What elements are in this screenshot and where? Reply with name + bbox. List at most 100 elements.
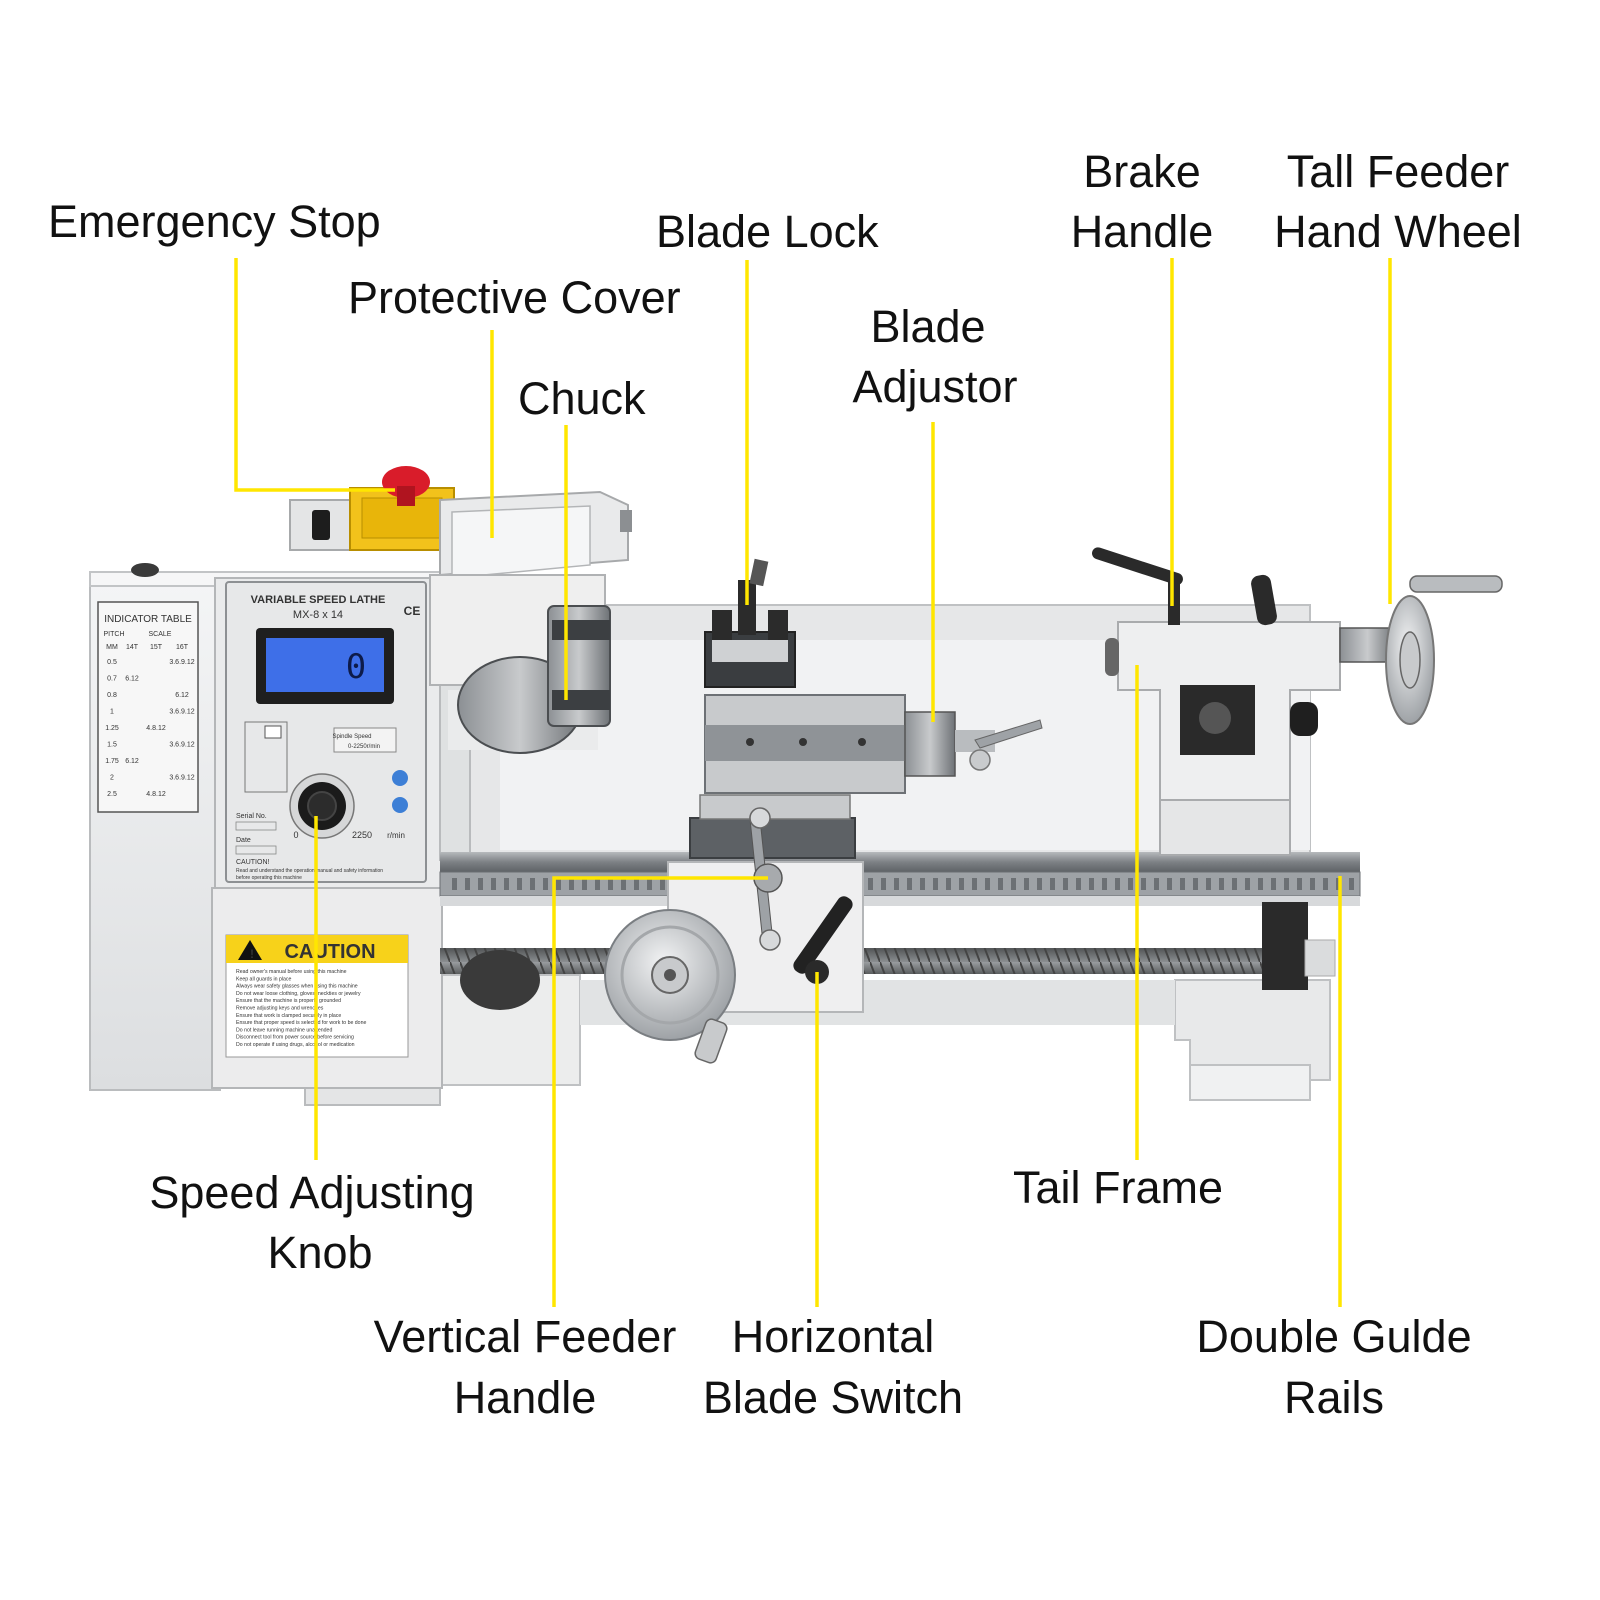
panel-caution-title: CAUTION! [236, 859, 270, 866]
rack-tooth [491, 878, 496, 890]
caution-lines: Read owner's manual before using this ma… [236, 969, 366, 1048]
rack-tooth [504, 878, 509, 890]
rack-tooth [1024, 878, 1029, 890]
rack-tooth [933, 878, 938, 890]
rack-tooth [1219, 878, 1224, 890]
rack-tooth [985, 878, 990, 890]
rack-tooth [1050, 878, 1055, 890]
tail-handwheel-shape [1385, 575, 1503, 725]
chuck-shape [448, 605, 611, 754]
rack-tooth [660, 878, 665, 890]
rack-tooth [920, 878, 925, 890]
speed-range-label: 0-2250r/min [348, 744, 380, 750]
rack-tooth [582, 878, 587, 890]
indicator-cell: 6.12 [125, 758, 139, 765]
rack-tooth [868, 878, 873, 890]
rack-tooth [478, 878, 483, 890]
rack-tooth [1193, 878, 1198, 890]
spindle-speed-label: Spindle Speed [332, 734, 371, 740]
dial-unit-label: r/min [387, 831, 405, 840]
indicator-cell: 3.6.9.12 [169, 742, 194, 749]
rack-tooth [1232, 878, 1237, 890]
indicator-cell: 4.8.12 [146, 791, 166, 798]
rack-tooth [543, 878, 548, 890]
label-blade-adjustor-line2: Adjustor [852, 361, 1017, 412]
lead-screw-bracket [1262, 902, 1308, 990]
date-label: Date [236, 837, 251, 844]
indicator-cell: 3.6.9.12 [169, 775, 194, 782]
caution-line: Keep all guards in place [236, 976, 291, 982]
carriage-handwheel [604, 909, 736, 1064]
panel-model-code: MX-8 x 14 [293, 609, 343, 621]
rack-tooth [1245, 878, 1250, 890]
indicator-cell: 3.6.9.12 [169, 709, 194, 716]
rack-tooth [1076, 878, 1081, 890]
rack-tooth [1115, 878, 1120, 890]
indicator-cell: 1.5 [107, 742, 117, 749]
indicator-cell: 1.75 [105, 758, 119, 765]
rack-tooth [907, 878, 912, 890]
indicator-cell: 4.8.12 [146, 725, 166, 732]
rack-tooth [1154, 878, 1159, 890]
indicator-header-cell: 14T [126, 644, 139, 651]
rotary-switch[interactable] [312, 510, 330, 540]
rack-tooth [1297, 878, 1302, 890]
indicator-cell: 1 [110, 709, 114, 716]
rack-tooth [1037, 878, 1042, 890]
callout-labels: Emergency Stop Protective Cover Chuck Bl… [48, 146, 1522, 1423]
rack-tooth [608, 878, 613, 890]
rack-tooth [634, 878, 639, 890]
rack-tooth [946, 878, 951, 890]
label-tall-feeder-line1: Tall Feeder [1287, 146, 1510, 197]
caution-line: Ensure that work is clamped securely in … [236, 1013, 341, 1019]
rack-tooth [1063, 878, 1068, 890]
rack-tooth [569, 878, 574, 890]
caution-line: Ensure that proper speed is selected for… [236, 1020, 366, 1026]
indicator-header-cell: 15T [150, 644, 163, 651]
label-horizontal-switch-line1: Horizontal [732, 1311, 935, 1362]
label-vertical-feeder-line2: Handle [454, 1372, 597, 1423]
rack-tooth [959, 878, 964, 890]
indicator-header-cell: MM [106, 644, 118, 651]
label-blade-lock: Blade Lock [656, 206, 879, 257]
indicator-table-title: INDICATOR TABLE [104, 614, 192, 625]
indicator-cell: 2 [110, 775, 114, 782]
caution-line: Disconnect tool from power source before… [236, 1035, 354, 1041]
panel-model-title: VARIABLE SPEED LATHE [251, 594, 386, 606]
label-double-rails-line1: Double Gulde [1196, 1311, 1471, 1362]
indicator-cell: 0.7 [107, 676, 117, 683]
rack-tooth [595, 878, 600, 890]
rack-tooth [452, 878, 457, 890]
rack-tooth [1323, 878, 1328, 890]
indicator-cell: 2.5 [107, 791, 117, 798]
lead-screw [440, 948, 1335, 974]
label-chuck: Chuck [518, 373, 646, 424]
rack-tooth [1206, 878, 1211, 890]
indicator-col-pitch: PITCH [104, 631, 125, 638]
reverse-icon [392, 797, 408, 813]
rack-tooth [530, 878, 535, 890]
rack-tooth [1349, 878, 1354, 890]
rack-tooth [1271, 878, 1276, 890]
rack-tooth [998, 878, 1003, 890]
caution-line: Ensure that the machine is properly grou… [236, 998, 341, 1004]
rack-tooth [1310, 878, 1315, 890]
indicator-cell: 1.25 [105, 725, 119, 732]
leader-vertical-feeder [552, 876, 768, 1307]
panel-caution-text-1: Read and understand the operation manual… [236, 868, 383, 874]
panel-caution-text-2: before operating this machine [236, 875, 302, 881]
bed-way-bottom [440, 896, 1360, 906]
indicator-cell: 6.12 [125, 676, 139, 683]
rack-tooth [972, 878, 977, 890]
caution-line: Do not operate if using drugs, alcohol o… [236, 1042, 355, 1048]
rack-tooth [1180, 878, 1185, 890]
rack-tooth [1011, 878, 1016, 890]
rack-tooth [1258, 878, 1263, 890]
lcd-screen [266, 638, 384, 692]
indicator-col-scale: SCALE [149, 631, 172, 638]
rack-tooth [1089, 878, 1094, 890]
indicator-cell: 3.6.9.12 [169, 659, 194, 666]
